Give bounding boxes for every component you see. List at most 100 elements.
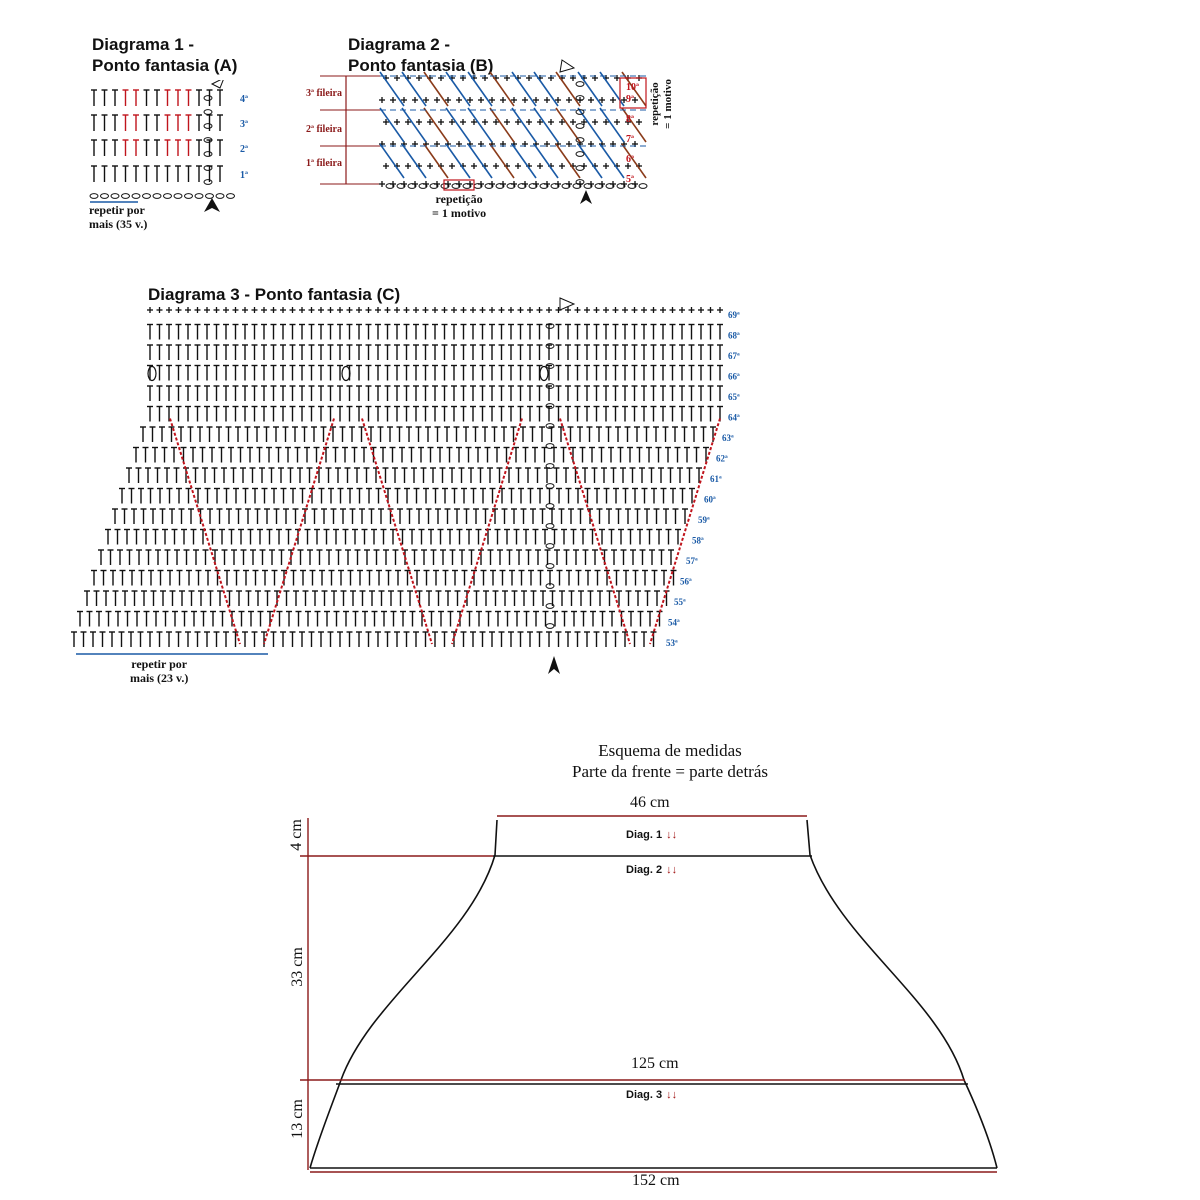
d3-stitch: [596, 508, 603, 524]
d3-stitch: [384, 631, 391, 647]
d3-stitch: [660, 405, 666, 422]
d3-stitch: [394, 405, 400, 422]
d3-stitch: [655, 446, 662, 463]
d3-stitch: [432, 487, 439, 504]
d3-stitch: [651, 569, 658, 586]
d3-stitch: [148, 569, 154, 586]
d3-stitch: [536, 344, 543, 360]
d3-stitch: [119, 487, 125, 504]
d3-stitch: [375, 405, 381, 422]
d3-stitch: [301, 426, 308, 442]
d2-plus: [401, 97, 407, 103]
d3-stitch: [117, 549, 123, 565]
d3-side-chain: [545, 543, 555, 549]
d3-stitch: [271, 569, 278, 586]
d3-stitch: [408, 446, 415, 463]
d3-stitch: [337, 631, 343, 647]
d3-stitch: [400, 610, 406, 627]
d3-stitch: [639, 549, 646, 565]
d3-stitch: [650, 344, 657, 360]
d3-plus: [574, 307, 581, 313]
d2-plus: [566, 141, 572, 147]
d3-plus: [470, 307, 476, 313]
d3-stitch: [366, 487, 372, 504]
d3-stitch: [413, 487, 420, 504]
d3-stitch: [333, 610, 340, 627]
d3-stitch: [584, 385, 590, 401]
d1-row-label: 4ª: [240, 94, 248, 105]
d1-stitch: [143, 139, 150, 156]
d3-side-chain: [545, 423, 555, 429]
d3-stitch: [185, 364, 191, 381]
d3-stitch: [394, 631, 400, 647]
d3-stitch: [308, 344, 315, 360]
diag1-arrows-icon: ↓↓: [666, 829, 678, 841]
d3-stitch: [126, 467, 132, 483]
d3-stitch: [596, 426, 602, 442]
d3-stitch: [299, 385, 305, 401]
d3-stitch: [185, 487, 192, 504]
d3-stitch: [318, 364, 324, 381]
d3-stitch: [299, 364, 305, 381]
d3-stitch: [112, 590, 119, 606]
d3-stitch: [244, 426, 251, 442]
d2-plus: [511, 97, 517, 103]
d3-stitch: [346, 631, 353, 647]
d3-stitch: [378, 508, 384, 524]
d2-plus: [544, 141, 550, 147]
d3-stitch: [200, 528, 206, 545]
d3-stitch: [375, 385, 381, 401]
d3-stitch: [266, 446, 272, 463]
d3-stitch: [631, 344, 638, 360]
d3-stitch: [124, 610, 131, 627]
d3-stitch: [140, 508, 147, 524]
d3-stitch: [425, 508, 432, 524]
d3-stitch: [612, 364, 619, 381]
d3-stitch: [270, 364, 277, 381]
d3-stitch: [154, 467, 161, 483]
d3-stitch: [660, 364, 666, 381]
d3-stitch: [574, 631, 581, 647]
d3-stitch: [236, 590, 242, 606]
d3-stitch: [332, 446, 339, 463]
d3-stitch: [346, 405, 353, 422]
d3-stitch: [223, 405, 229, 422]
d3-stitch: [650, 385, 657, 401]
d3-stitch: [323, 528, 330, 545]
d3-row-label: 67ª: [728, 351, 740, 361]
d3-stitch: [368, 508, 375, 524]
d3-stitch: [392, 467, 398, 483]
d1-stitch: [217, 114, 223, 131]
d3-stitch: [575, 569, 582, 586]
d2-diagonal: [379, 143, 405, 179]
d2-repeat-right-box: [619, 77, 647, 109]
d3-stitch: [411, 467, 417, 483]
d3-stitch: [612, 405, 619, 422]
d3-stitch: [270, 631, 277, 647]
d3-stitch: [679, 487, 686, 504]
d3-stitch: [109, 631, 115, 647]
d3-stitch: [285, 528, 292, 545]
d3-stitch: [523, 528, 529, 545]
d3-stitch: [428, 610, 435, 627]
d3-stitch: [580, 610, 587, 627]
d3-stitch: [133, 528, 140, 545]
d3-plus: [261, 307, 267, 313]
d3-stitch: [232, 364, 239, 381]
d2-side-chain: [575, 109, 585, 115]
d1-stitch: [185, 139, 192, 156]
d3-stitch: [268, 467, 275, 483]
d2-side-chain: [575, 81, 585, 87]
d3-stitch: [574, 364, 581, 381]
d3-stitch: [98, 549, 104, 565]
d3-stitch: [356, 631, 362, 647]
d3-stitch: [584, 344, 590, 360]
d3-stitch: [603, 405, 609, 422]
diagram1-repeat-line1: repetir por: [89, 203, 145, 217]
d1-chain: [194, 193, 204, 199]
d3-stitch: [571, 610, 577, 627]
d3-stitch: [188, 590, 195, 606]
d3-stitch: [225, 426, 232, 442]
d3-stitch: [251, 364, 258, 381]
